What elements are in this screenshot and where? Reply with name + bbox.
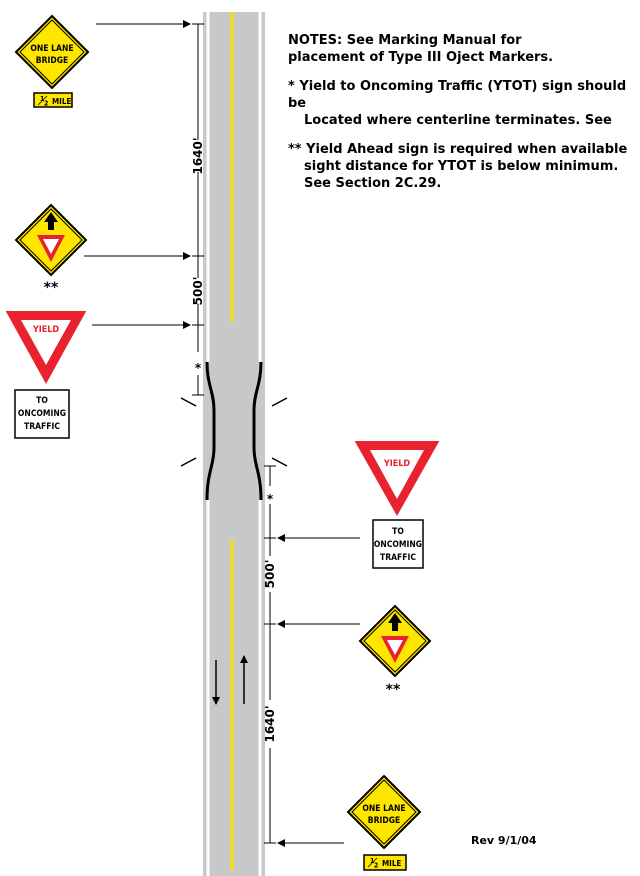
yield-ahead-note-bottom: ** <box>386 682 401 698</box>
ytot-note-line-2: Located where centerline terminates. See <box>304 113 612 128</box>
svg-text:2: 2 <box>44 100 48 108</box>
yield-sign-bottom: YIELD <box>351 439 443 521</box>
yield-ahead-note-top: ** <box>44 280 59 296</box>
svg-text:MILE: MILE <box>382 859 401 868</box>
lower-star-label: * <box>267 492 274 506</box>
bridge-text: BRIDGE <box>36 56 68 66</box>
svg-text:2: 2 <box>374 862 378 870</box>
object-marker-right-bottom <box>271 457 288 467</box>
svg-text:1: 1 <box>370 857 374 865</box>
yield-ahead-note-line-3: See Section 2C.29. <box>304 176 442 191</box>
svg-text:MILE: MILE <box>52 97 71 106</box>
oncoming-plaque-top: TO ONCOMING TRAFFIC <box>14 389 70 439</box>
notes-line-1: NOTES: See Marking Manual for <box>288 33 522 48</box>
half-mile-plaque-top: 1 2 MILE <box>33 92 73 108</box>
upper-dimension-line <box>192 23 204 396</box>
svg-text:TO: TO <box>36 396 48 406</box>
one-lane-text: ONE LANE <box>362 804 405 814</box>
upper-1640-label: 1640' <box>191 137 205 174</box>
bridge-curb-left <box>205 361 216 501</box>
svg-text:TRAFFIC: TRAFFIC <box>24 422 60 432</box>
one-lane-bridge-sign-top: ONE LANE BRIDGE <box>14 14 90 90</box>
bridge-text: BRIDGE <box>368 816 400 826</box>
bridge-pavement <box>203 362 265 500</box>
revision-label: Rev 9/1/04 <box>471 834 537 847</box>
half-mile-plaque-bottom: 1 2 MILE <box>363 854 407 871</box>
oncoming-plaque-bottom: TO ONCOMING TRAFFIC <box>372 519 424 569</box>
yield-ahead-note-line-2: sight distance for YTOT is below minimum… <box>304 159 619 174</box>
svg-text:1: 1 <box>40 95 44 103</box>
object-marker-left-top <box>180 397 197 407</box>
svg-text:TRAFFIC: TRAFFIC <box>380 553 416 563</box>
upper-star-label: * <box>195 361 202 375</box>
lower-1640-label: 1640' <box>263 705 277 742</box>
lower-dimension-line <box>264 465 276 844</box>
arrow-up-icon <box>388 613 402 631</box>
yield-text: YIELD <box>32 325 60 335</box>
yield-ahead-note-line-1: ** Yield Ahead sign is required when ava… <box>288 142 628 157</box>
notes-block: NOTES: See Marking Manual for placement … <box>288 32 638 204</box>
svg-text:TO: TO <box>392 527 404 537</box>
object-marker-right-top <box>271 397 288 407</box>
yield-ahead-sign-bottom <box>358 604 432 678</box>
lower-road-pavement <box>203 500 265 876</box>
one-lane-text: ONE LANE <box>30 44 73 54</box>
svg-text:ONCOMING: ONCOMING <box>18 409 66 419</box>
bridge-curb-right <box>252 361 263 501</box>
upper-road-pavement <box>203 12 265 362</box>
yield-sign-top: YIELD <box>2 309 90 389</box>
yield-ahead-sign-top <box>14 203 88 277</box>
one-lane-bridge-sign-bottom: ONE LANE BRIDGE <box>346 774 422 850</box>
svg-text:ONCOMING: ONCOMING <box>374 540 422 550</box>
lower-500-label: 500' <box>263 560 277 589</box>
upper-500-label: 500' <box>191 277 205 306</box>
notes-line-2: placement of Type III Oject Markers. <box>288 50 554 65</box>
ytot-note-line-1: * Yield to Oncoming Traffic (YTOT) sign … <box>288 79 627 111</box>
roadway <box>180 12 288 876</box>
arrow-up-icon <box>44 212 58 230</box>
pointer-arrows <box>84 20 360 847</box>
object-marker-left-bottom <box>180 457 197 467</box>
yield-text: YIELD <box>383 459 411 469</box>
